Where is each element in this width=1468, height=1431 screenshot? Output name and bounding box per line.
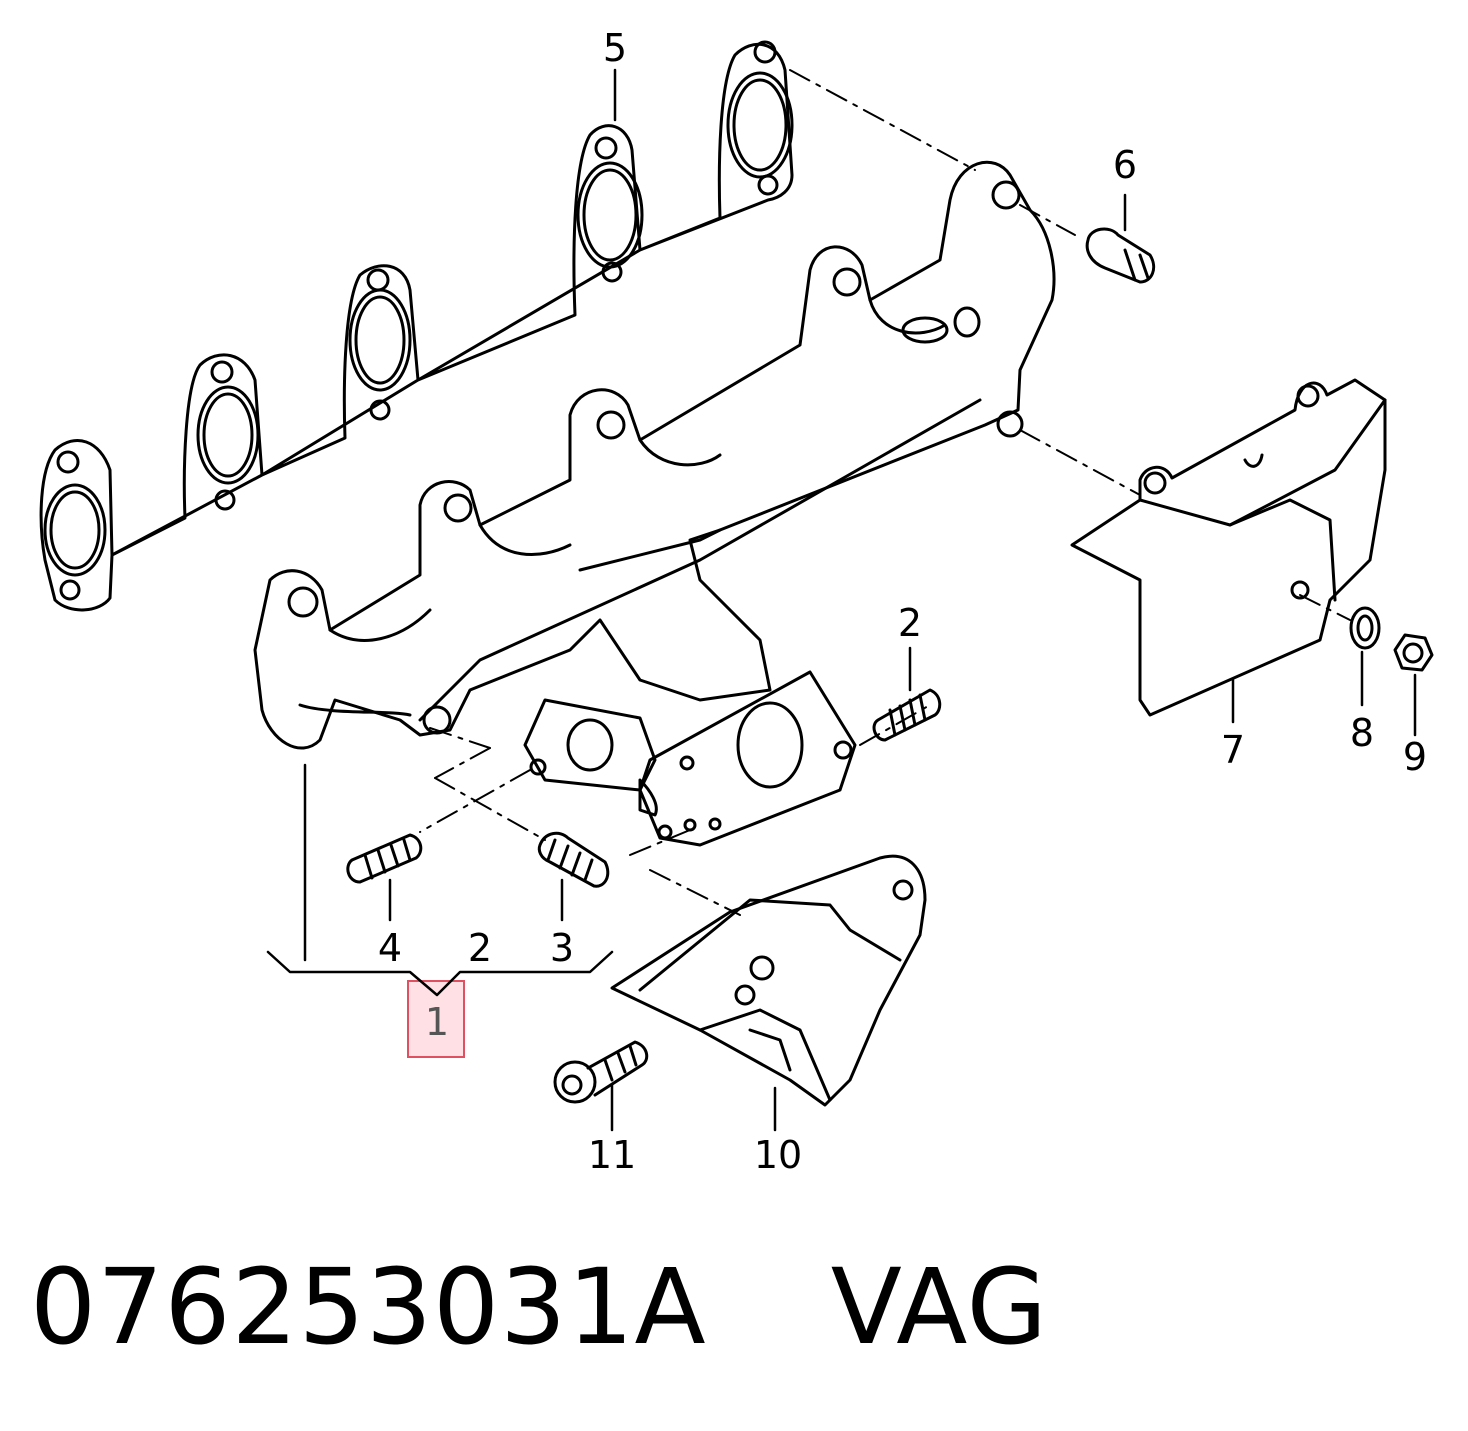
callout-10: 10 xyxy=(753,1133,803,1177)
nut-part-9 xyxy=(1393,633,1434,672)
callout-1[interactable]: 1 xyxy=(424,1000,450,1044)
brand-name: VAG xyxy=(830,1246,1049,1368)
callout-6: 6 xyxy=(1112,143,1138,187)
callout-4: 4 xyxy=(377,926,403,970)
part-number: 076253031A xyxy=(30,1246,707,1368)
leader-lines xyxy=(266,68,1417,1132)
stud-part-3 xyxy=(537,831,610,888)
assembly-lines xyxy=(419,69,1351,916)
bolt-part-11 xyxy=(553,1040,649,1104)
washer-part-8 xyxy=(1349,606,1381,650)
part-caption: 076253031A VAG xyxy=(30,1255,1048,1359)
lower-heat-shield xyxy=(610,854,927,1107)
callout-2-lower: 2 xyxy=(467,926,493,970)
exhaust-manifold xyxy=(253,160,1056,750)
turbo-flange xyxy=(523,670,857,847)
callout-5: 5 xyxy=(602,26,628,70)
callout-11: 11 xyxy=(587,1133,637,1177)
bolt-part-6 xyxy=(1085,227,1156,284)
stud-part-4 xyxy=(346,833,423,884)
upper-heat-shield xyxy=(1070,378,1387,717)
callout-3: 3 xyxy=(549,926,575,970)
exhaust-manifold-gasket xyxy=(39,40,794,612)
callout-7: 7 xyxy=(1220,728,1246,772)
callout-2-upper: 2 xyxy=(897,601,923,645)
callout-9: 9 xyxy=(1402,735,1428,779)
stud-part-2-upper xyxy=(872,688,942,742)
callout-8: 8 xyxy=(1349,711,1375,755)
